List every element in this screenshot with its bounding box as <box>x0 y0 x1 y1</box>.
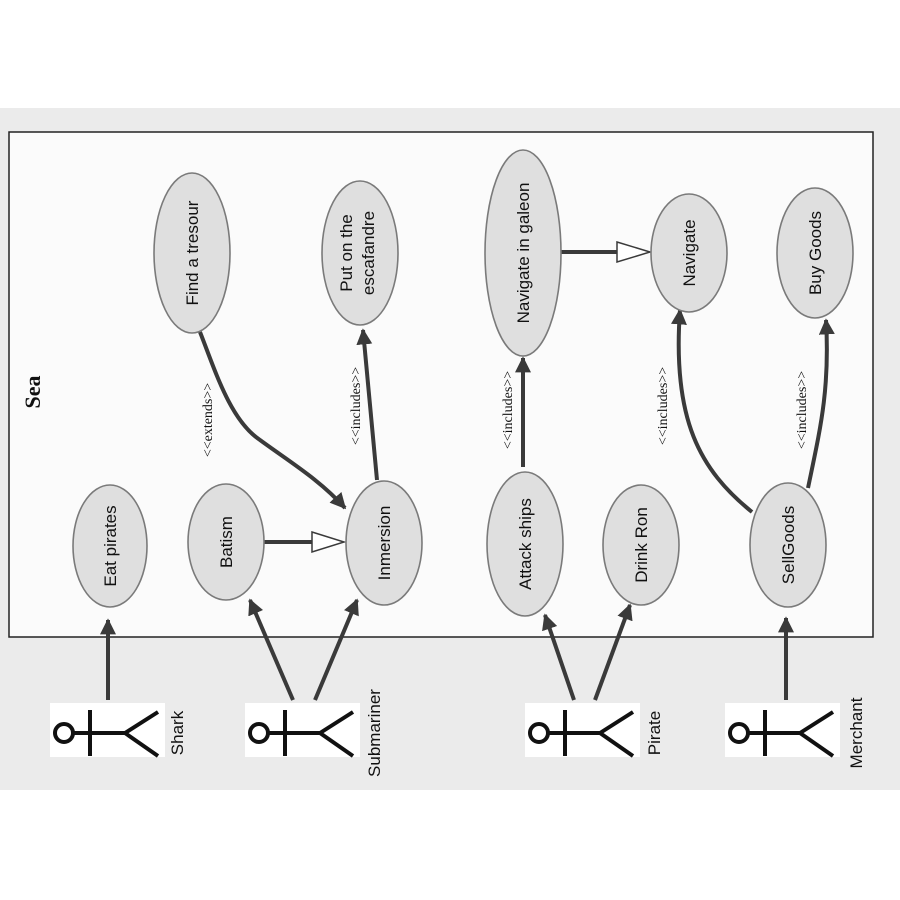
use-case-label: Navigate in galeon <box>514 183 533 324</box>
use-case-label: Batism <box>217 516 236 568</box>
use-case-label: Attack ships <box>516 498 535 590</box>
include-label-escafandre: <<includes>> <box>349 367 364 445</box>
stick-figure-icon <box>248 710 355 758</box>
use-case-label: Find a tresour <box>183 200 202 305</box>
actor-label: Merchant <box>847 697 866 768</box>
use-case-sellgoods[interactable]: SellGoods <box>749 482 827 608</box>
use-case-attack-ships[interactable]: Attack ships <box>486 471 564 617</box>
association-pirate-attack-ships <box>542 613 576 701</box>
include-label-navigate-galeon: <<includes>> <box>501 371 516 449</box>
include-sellgoods-buy-goods <box>806 318 835 489</box>
include-sellgoods-navigate <box>670 308 754 514</box>
use-case-label-line-2: escafandre <box>359 211 378 295</box>
use-case-label: Buy Goods <box>806 211 825 295</box>
stick-figure-icon <box>528 710 635 758</box>
actor-pirate[interactable]: Pirate <box>525 703 664 758</box>
use-case-navigate-galeon[interactable]: Navigate in galeon <box>484 149 562 357</box>
boundary-title: Sea <box>20 376 45 409</box>
actor-shark[interactable]: Shark <box>50 703 187 758</box>
extend-find-tresour-inmersion <box>198 331 347 510</box>
actor-merchant[interactable]: Merchant <box>725 697 866 768</box>
actor-label: Pirate <box>645 711 664 755</box>
actor-label: Submariner <box>365 689 384 777</box>
use-case-label-line-1: Put on the <box>337 214 356 292</box>
extend-label: <<extends>> <box>201 383 216 457</box>
actor-label: Shark <box>168 710 187 755</box>
association-pirate-drink-ron <box>593 603 633 701</box>
use-case-buy-goods[interactable]: Buy Goods <box>776 187 854 319</box>
use-case-inmersion[interactable]: Inmersion <box>345 480 423 606</box>
include-label-buy-goods: <<includes>> <box>795 371 810 449</box>
use-case-label: Drink Ron <box>632 507 651 583</box>
use-case-label: Navigate <box>680 219 699 286</box>
use-case-drink-ron[interactable]: Drink Ron <box>602 484 680 606</box>
association-submariner-inmersion <box>313 598 359 701</box>
association-submariner-batism <box>248 598 295 701</box>
use-case-escafandre[interactable]: Put on the escafandre <box>321 180 399 326</box>
stick-figure-icon <box>728 710 835 758</box>
actor-submariner[interactable]: Submariner <box>245 689 384 777</box>
use-case-find-tresour[interactable]: Find a tresour <box>153 172 231 334</box>
use-case-eat-pirates[interactable]: Eat pirates <box>72 484 148 608</box>
use-case-label: Inmersion <box>375 506 394 581</box>
generalization-navigate-galeon-navigate <box>560 240 653 264</box>
stick-figure-icon <box>53 710 160 758</box>
include-inmersion-escafandre <box>356 328 379 481</box>
use-case-batism[interactable]: Batism <box>187 483 265 601</box>
include-label-navigate: <<includes>> <box>656 367 671 445</box>
use-case-navigate[interactable]: Navigate <box>650 193 728 313</box>
generalization-batism-inmersion <box>264 530 347 554</box>
system-boundary <box>8 131 874 638</box>
use-case-label: SellGoods <box>779 506 798 584</box>
use-case-label: Eat pirates <box>101 505 120 586</box>
